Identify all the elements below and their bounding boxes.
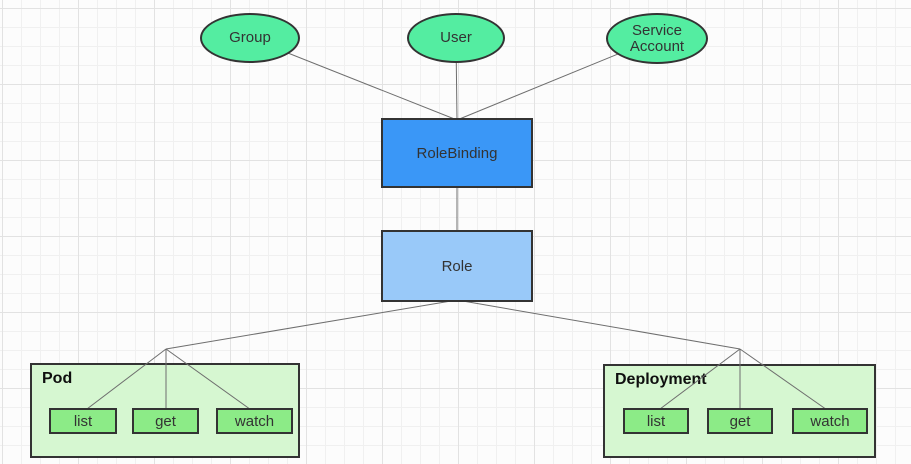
edge-role-pod xyxy=(165,299,458,350)
node-service-account-label: Service Account xyxy=(629,21,685,55)
pod-verb-watch-label: watch xyxy=(234,412,275,430)
node-user-label: User xyxy=(440,29,472,46)
node-rolebinding-label: RoleBinding xyxy=(416,144,498,162)
node-role[interactable]: Role xyxy=(381,230,533,302)
node-group[interactable]: Group xyxy=(200,13,300,63)
pod-verb-list-label: list xyxy=(73,412,93,430)
node-rolebinding[interactable]: RoleBinding xyxy=(381,118,533,188)
pod-verb-get-label: get xyxy=(155,412,176,430)
deployment-verb-get-label: get xyxy=(729,412,751,430)
node-user[interactable]: User xyxy=(407,13,505,63)
pod-verb-list[interactable]: list xyxy=(49,408,117,434)
pod-verb-get[interactable]: get xyxy=(132,408,199,434)
node-group-label: Group xyxy=(229,29,271,46)
deployment-verb-get[interactable]: get xyxy=(707,408,773,434)
pod-verb-watch[interactable]: watch xyxy=(216,408,293,434)
node-service-account[interactable]: Service Account xyxy=(606,13,708,64)
node-role-label: Role xyxy=(441,257,473,275)
deployment-verb-list-label: list xyxy=(646,412,666,430)
edge-role-deployment xyxy=(456,299,741,350)
deployment-container-label: Deployment xyxy=(615,371,707,388)
pod-container-label: Pod xyxy=(42,370,73,387)
deployment-verb-watch-label: watch xyxy=(810,412,850,430)
deployment-verb-watch[interactable]: watch xyxy=(792,408,868,434)
deployment-verb-list[interactable]: list xyxy=(623,408,689,434)
